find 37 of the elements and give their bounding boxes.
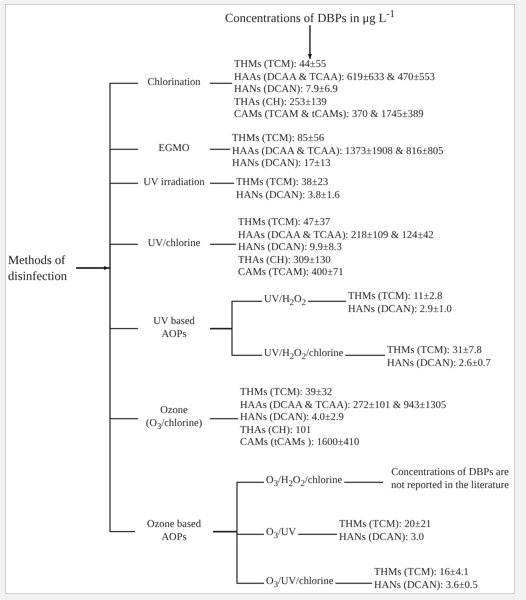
method-label: UV/H$_{2}$O$_{2}$/chlorine: [262, 348, 346, 363]
concentration-list: THMs (TCM): 44±55 HAAs (DCAA & TCAA): 619±633 & 470±553 HANs (DCAN): 7.9±6.9 THAs (CH): 253±139 CAMs (TCAM & tCAMs): 370 & 1745±389: [232, 59, 437, 122]
note-text: Concentrations of DBPs are not reported in the literature: [383, 467, 517, 492]
method-label: O$_{3}$/H$_{2}$O$_{2}$/chlorine: [264, 475, 344, 490]
arrow: [308, 25, 312, 59]
connector-line: [335, 582, 372, 584]
concentration-list: THMs (TCM): 11±2.8 HANs (DCAN): 2.9±1.0: [346, 291, 454, 316]
connector-line: [213, 530, 237, 532]
method-label: Ozone based AOPs: [135, 519, 213, 544]
method-label: UV irradiation: [138, 177, 210, 190]
connector-line: [210, 182, 234, 184]
concentration-list: THMs (TCM): 31±7.8 HANs (DCAN): 2.6±0.7: [385, 345, 493, 370]
method-label: O$_{3}$/UV: [264, 527, 298, 542]
concentration-list: THMs (TCM): 85±56 HAAs (DCAA & TCAA): 1373±1908 & 816±805 HANs (DCAN): 17±13: [230, 133, 446, 171]
connector-line: [210, 244, 236, 245]
concentration-list: THMs (TCM): 20±21 HANs (DCAN): 3.0: [337, 519, 434, 544]
connector-line: [210, 418, 238, 420]
concentration-list: THMs (TCM): 38±23 HANs (DCAN): 3.8±1.6: [234, 177, 342, 202]
method-label: UV/chlorine: [138, 238, 210, 251]
connector-line: [308, 300, 346, 302]
concentration-list: THMs (TCM): 39±32 HAAs (DCAA & TCAA): 272±101 & 943±1305 HANs (DCAN): 4.0±2.9 THAs (CH): 101 CAMs (tCAMs ): 1600±410: [238, 387, 448, 450]
method-label: Chlorination: [138, 77, 210, 90]
concentration-list: THMs (TCM): 16±4.1 HANs (DCAN): 3.6±0.5: [372, 567, 480, 592]
connector-line: [345, 354, 385, 356]
connector-line: [210, 82, 232, 84]
connector-line: [298, 534, 337, 535]
heading-text: Concentrations of DBPs in μg L$^{-1}$: [223, 8, 397, 26]
method-label: UV/H$_{2}$O$_{2}$: [262, 294, 308, 309]
root-label: Methods of disinfection: [6, 252, 76, 284]
connector-line: [210, 328, 232, 330]
method-label: O$_{3}$/UV/chlorine: [264, 576, 336, 591]
concentration-list: THMs (TCM): 47±37 HAAs (DCAA & TCAA): 218±109 & 124±42 HANs (DCAN): 9.9±8.3 THAs (CH): 309±130 CAMs (TCAM): 400±71: [236, 217, 436, 280]
method-label: Ozone (O$_{3}$/chlorine): [138, 405, 210, 432]
method-label: EGMO: [138, 143, 210, 156]
method-label: UV based AOPs: [138, 316, 210, 342]
connector-line: [344, 482, 383, 483]
connector-line: [210, 148, 230, 150]
